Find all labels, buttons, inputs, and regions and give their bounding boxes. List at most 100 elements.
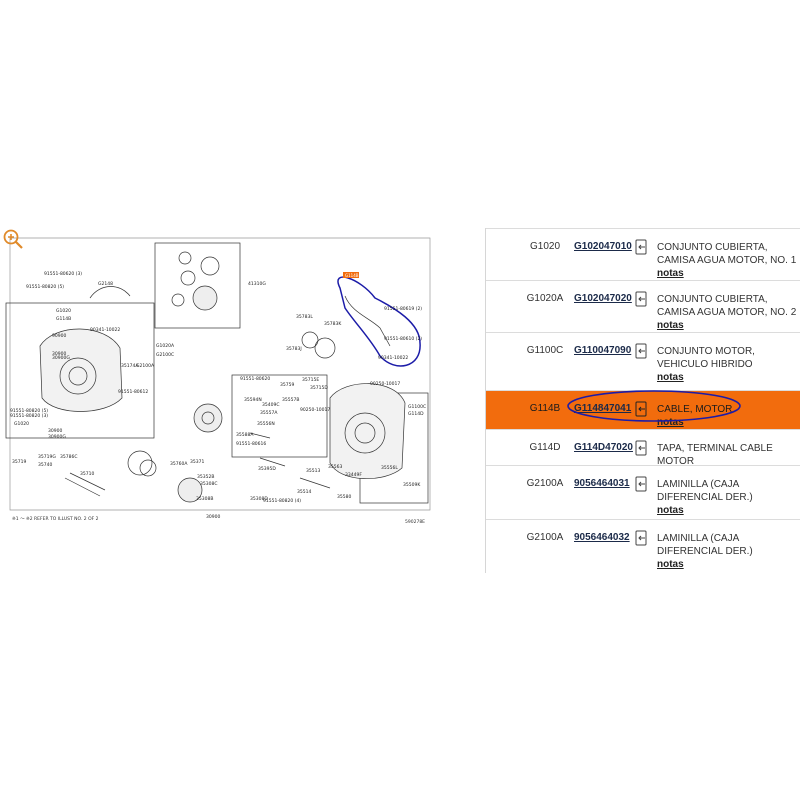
diagram-callout-label[interactable]: 35594N [244, 397, 262, 403]
diagram-callout-label[interactable]: 35783J [286, 346, 302, 352]
diagram-callout-label[interactable]: 35371 [190, 459, 204, 465]
diagram-callout-label[interactable]: 91551-80620 (3) [44, 271, 82, 277]
diagram-callout-label[interactable]: 30900 [48, 428, 62, 434]
diagram-callout-label[interactable]: 91551-80612 [118, 389, 148, 395]
part-code: G1100C [526, 345, 564, 356]
diagram-callout-label[interactable]: 35719 [12, 459, 26, 465]
diagram-callout-label[interactable]: G1020 [56, 308, 71, 314]
add-to-cart-icon[interactable] [634, 400, 650, 418]
part-row[interactable]: G1020A G102047020 CONJUNTO CUBIERTA, CAM… [486, 280, 800, 333]
notes-link[interactable]: notas [657, 320, 684, 331]
add-to-cart-icon[interactable] [634, 290, 650, 308]
part-row[interactable]: G114D G114D47020 TAPA, TERMINAL CABLE MO… [486, 429, 800, 467]
part-number-link[interactable]: G102047010 [574, 241, 632, 252]
diagram-callout-label[interactable]: 90250-10017 [300, 407, 330, 413]
diagram-callout-label[interactable]: 30900G [52, 355, 70, 361]
diagram-callout-label[interactable]: 35710 [80, 471, 94, 477]
part-code: G2100A [526, 478, 564, 489]
diagram-callout-label[interactable]: 91551-80619 (2) [384, 306, 422, 312]
diagram-callout-label[interactable]: 30900 [52, 351, 66, 357]
add-to-cart-icon[interactable] [634, 475, 650, 493]
diagram-callout-label[interactable]: 90341-10022 [378, 355, 408, 361]
part-number-link[interactable]: G114847041 [574, 403, 632, 414]
diagram-callout-label[interactable]: 35719G [38, 454, 56, 460]
add-to-cart-icon[interactable] [634, 342, 650, 360]
diagram-callout-label[interactable]: 41310G [248, 281, 266, 287]
diagram-callout-label[interactable]: 90341-10022 [90, 327, 120, 333]
part-row[interactable]: G1100C G110047090 CONJUNTO MOTOR, VEHICU… [486, 332, 800, 385]
notes-link[interactable]: notas [657, 505, 684, 516]
part-row[interactable]: G1020 G102047010 CONJUNTO CUBIERTA, CAMI… [486, 228, 800, 281]
diagram-callout-label[interactable]: 35740 [38, 462, 52, 468]
diagram-callout-label[interactable]: 35308B [196, 496, 213, 502]
parts-list: G1020 G102047010 CONJUNTO CUBIERTA, CAMI… [485, 228, 800, 573]
part-description: TAPA, TERMINAL CABLE MOTOR [657, 443, 773, 467]
diagram-callout-label[interactable]: 30900 [206, 514, 220, 520]
diagram-callout-label[interactable]: 91551-80820 (5) [26, 284, 64, 290]
diagram-callout-label[interactable]: 35588A [236, 432, 254, 438]
part-number-link[interactable]: G114D47020 [574, 442, 633, 453]
zoom-in-icon[interactable] [2, 228, 24, 250]
add-to-cart-icon[interactable] [634, 529, 650, 547]
diagram-callout-label[interactable]: G1100C [408, 404, 426, 410]
notes-link[interactable]: notas [657, 559, 684, 570]
diagram-callout-label[interactable]: G114D [408, 411, 424, 417]
add-to-cart-icon[interactable] [634, 238, 650, 256]
notes-link[interactable]: notas [657, 372, 684, 383]
diagram-callout-label[interactable]: 35760A [170, 461, 188, 467]
diagram-callout-label[interactable]: 35557A [260, 410, 278, 416]
diagram-callout-label[interactable]: 35308D [250, 496, 268, 502]
part-number-link[interactable]: 9056464032 [574, 532, 630, 543]
diagram-callout-label[interactable]: 91551-80616 [236, 441, 266, 447]
part-code: G114B [529, 403, 561, 414]
diagram-callout-label[interactable]: G1020A [156, 343, 175, 349]
part-number-link[interactable]: G102047020 [574, 293, 632, 304]
diagram-callout-label[interactable]: 91551-80820 (3) [10, 413, 48, 419]
diagram-callout-label[interactable]: G2148 [98, 281, 113, 287]
add-to-cart-icon[interactable] [634, 439, 650, 457]
diagram-callout-label[interactable]: 35514 [297, 489, 311, 495]
part-number-link[interactable]: 9056464031 [574, 478, 630, 489]
diagram-callout-label[interactable]: 30900G [48, 434, 66, 440]
diagram-callout-label[interactable]: 33449F [345, 472, 362, 478]
diagram-callout-label[interactable]: 35395D [258, 466, 276, 472]
notes-link[interactable]: notas [657, 268, 684, 279]
diagram-callout-label[interactable]: 35759 [280, 382, 294, 388]
notes-link[interactable]: notas [657, 417, 684, 428]
diagram-callout-label[interactable]: 35580 [337, 494, 351, 500]
diagram-callout-label[interactable]: 35786C [60, 454, 77, 460]
diagram-callout-label[interactable]: 91551-80820 (4) [263, 498, 301, 504]
diagram-callout-label[interactable]: G2100A [136, 363, 155, 369]
diagram-callout-label[interactable]: 35783L [296, 314, 313, 320]
diagram-callout-label[interactable]: 35563 [328, 464, 342, 470]
diagram-callout-label[interactable]: 35409C [262, 402, 279, 408]
diagram-callout-label[interactable]: G2100C [156, 352, 174, 358]
diagram-callout-label[interactable]: 35715E [302, 377, 319, 383]
diagram-callout-label[interactable]: G1020 [14, 421, 29, 427]
diagram-callout-label[interactable]: 91551-80620 [240, 376, 270, 382]
diagram-callout-label[interactable]: 35783K [324, 321, 342, 327]
diagram-callout-label[interactable]: 91551-80610 (2) [384, 336, 422, 342]
part-code: G2100A [526, 532, 564, 543]
diagram-callout-label[interactable]: 35557B [282, 397, 299, 403]
diagram-callout-label[interactable]: 35556L [381, 465, 398, 471]
diagram-callout-label[interactable]: 90900 [52, 333, 66, 339]
diagram-callout-label[interactable]: 35352B [197, 474, 214, 480]
parts-diagram[interactable]: 91551-80620 (3) G2148 91551-80820 (5) G1020… [0, 228, 440, 528]
diagram-callout-label[interactable]: 91551-80820 (5) [10, 408, 48, 414]
part-row[interactable]: G2100A 9056464031 LAMINILLA (CAJA DIFERE… [486, 465, 800, 520]
diagram-callout-label[interactable]: G114B [56, 316, 71, 322]
diagram-callout-label[interactable]: 35556N [257, 421, 275, 427]
highlight-tag[interactable] [343, 272, 359, 278]
part-code: G114D [529, 442, 561, 453]
diagram-callout-label[interactable]: 35174A [121, 363, 139, 369]
diagram-callout-label[interactable]: 35308C [200, 481, 217, 487]
diagram-callout-label[interactable]: 35715D [310, 385, 328, 391]
diagram-callout-label[interactable]: 35509K [403, 482, 421, 488]
part-number-link[interactable]: G110047090 [574, 345, 632, 356]
diagram-callout-label[interactable]: 90250-10017 [370, 381, 400, 387]
diagram-label-group: 91551-80620 (3) G2148 91551-80820 (5) G1020… [10, 271, 426, 520]
diagram-callout-label[interactable]: 35513 [306, 468, 320, 474]
part-row[interactable]: G2100A 9056464032 LAMINILLA (CAJA DIFERE… [486, 519, 800, 574]
